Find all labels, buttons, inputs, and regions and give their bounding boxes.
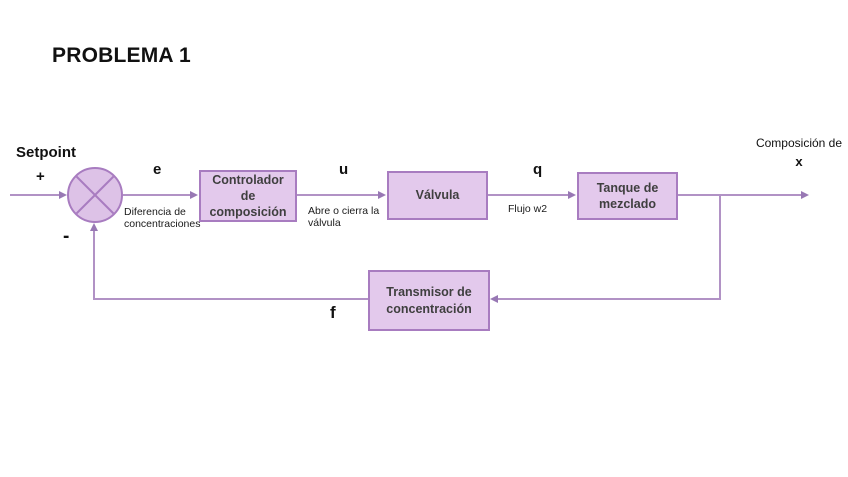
summing-junction bbox=[67, 167, 123, 223]
flow-arrowhead-icon bbox=[568, 191, 576, 199]
error-arrow-line bbox=[123, 194, 193, 196]
signal-e-description: Diferencia de concentraciones bbox=[124, 206, 201, 231]
feedback-up-arrowhead-icon bbox=[90, 223, 98, 231]
error-arrowhead-icon bbox=[190, 191, 198, 199]
block-transmitter: Transmisor de concentración bbox=[368, 270, 490, 331]
page-title: PROBLEMA 1 bbox=[52, 44, 191, 67]
control-arrow-line bbox=[297, 194, 380, 196]
signal-q-label: q bbox=[533, 161, 543, 178]
flow-arrow-line bbox=[488, 194, 570, 196]
output-arrowhead-icon bbox=[801, 191, 809, 199]
signal-u-label: u bbox=[339, 161, 349, 178]
setpoint-arrowhead-icon bbox=[59, 191, 67, 199]
output-label-x: x bbox=[795, 154, 803, 170]
feedback-up-line bbox=[93, 230, 95, 300]
output-label-line1: Composición de bbox=[755, 136, 843, 150]
feedback-arrowhead-icon bbox=[490, 295, 498, 303]
signal-q-description: Flujo w2 bbox=[508, 203, 548, 215]
block-tank: Tanque de mezclado bbox=[577, 172, 678, 220]
output-arrow-line bbox=[678, 194, 802, 196]
signal-e-label: e bbox=[153, 161, 162, 178]
setpoint-label: Setpoint bbox=[16, 144, 76, 161]
feedback-left-line bbox=[94, 298, 368, 300]
signal-f-label: f bbox=[330, 303, 336, 322]
plus-sign-label: + bbox=[36, 168, 45, 185]
control-arrowhead-icon bbox=[378, 191, 386, 199]
block-controller: Controlador de composición bbox=[199, 170, 297, 222]
minus-sign-label: - bbox=[63, 226, 70, 247]
signal-u-description: Abre o cierra la válvula bbox=[308, 205, 380, 230]
feedback-branch-line bbox=[719, 194, 721, 300]
output-label: Composición de x bbox=[750, 136, 848, 170]
feedback-right-line bbox=[498, 298, 721, 300]
setpoint-arrow-line bbox=[10, 194, 62, 196]
block-valve: Válvula bbox=[387, 171, 488, 220]
